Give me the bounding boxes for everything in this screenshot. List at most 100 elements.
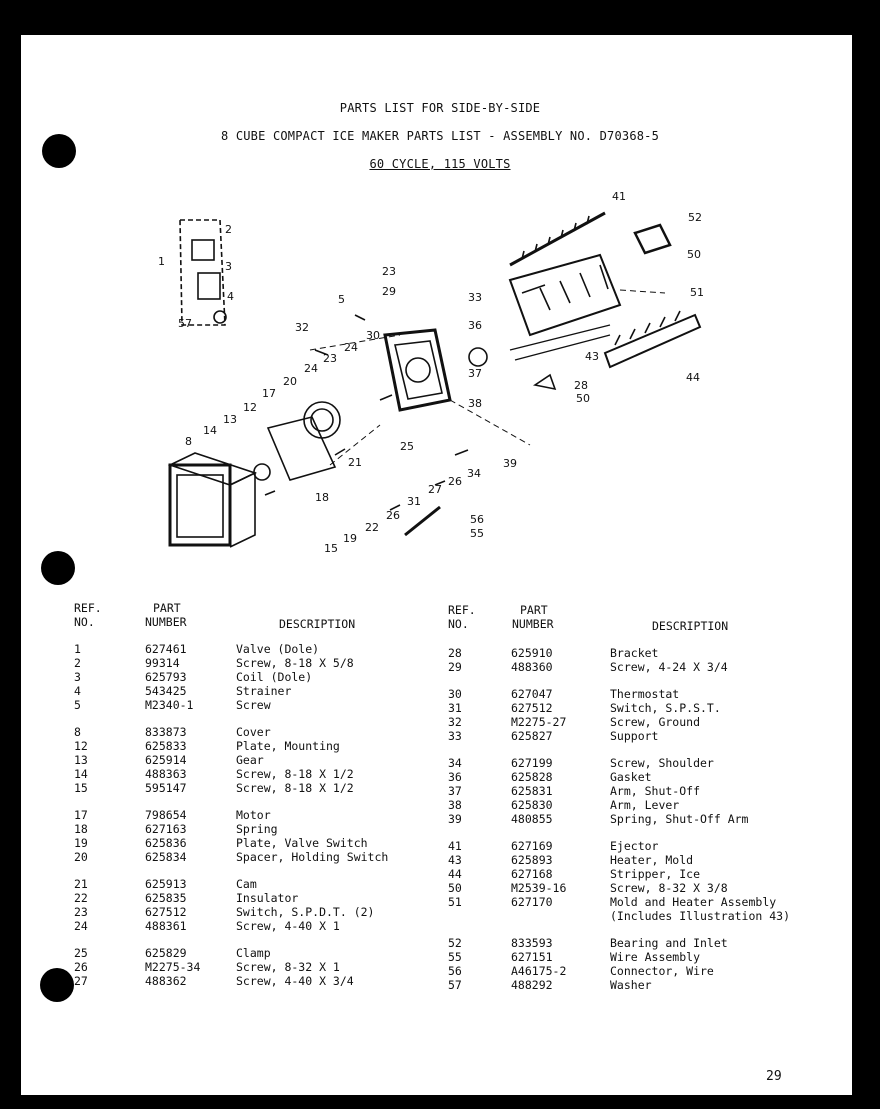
part-number: 488362 <box>145 973 187 988</box>
part-number: M2275-27 <box>511 715 567 730</box>
part-description: Switch, S.P.S.T. <box>610 701 721 716</box>
table-row: (Includes Illustration 43) <box>448 908 828 924</box>
part-number: 627047 <box>511 687 553 702</box>
ref-number: 25 <box>74 946 88 961</box>
callout-43: 43 <box>585 350 599 363</box>
punch-hole-bottom <box>40 968 74 1002</box>
ref-number: 44 <box>448 867 462 882</box>
right-ref-header: REF. NO. <box>448 603 476 631</box>
part-number: 488361 <box>145 918 187 933</box>
part-description: Coil (Dole) <box>236 669 313 684</box>
part-description: Heater, Mold <box>610 853 694 868</box>
part-number: 627151 <box>511 950 553 965</box>
part-number: 627512 <box>511 701 553 716</box>
ejector <box>509 211 606 267</box>
callout-12: 12 <box>243 401 257 414</box>
callout-3: 3 <box>225 260 232 273</box>
part-number: 627199 <box>511 756 553 771</box>
callout-24b: 24 <box>344 341 358 354</box>
callout-56: 56 <box>470 513 484 526</box>
ref-number: 27 <box>74 973 88 988</box>
ice-stripper <box>603 313 702 369</box>
ref-number: 30 <box>448 687 462 702</box>
wire-assembly <box>404 505 441 537</box>
ref-number: 3 <box>74 669 81 684</box>
part-description: Bracket <box>610 646 659 660</box>
part-description: Screw <box>236 697 271 712</box>
part-description: Screw, 8-32 X 3/8 <box>610 880 728 895</box>
ref-number: 22 <box>74 890 88 905</box>
part-description: Spring, Shut-Off Arm <box>610 811 749 826</box>
part-description: Switch, S.P.D.T. (2) <box>236 904 375 919</box>
callout-19: 19 <box>343 532 357 545</box>
ref-number: 23 <box>74 904 88 919</box>
part-description: Screw, 4-24 X 3/4 <box>610 659 728 674</box>
part-number: 625910 <box>511 646 553 660</box>
ref-number: 28 <box>448 646 462 660</box>
ref-number: 51 <box>448 894 462 909</box>
part-description: Wire Assembly <box>610 950 701 965</box>
part-description: Bearing and Inlet <box>610 936 728 951</box>
part-number: 625893 <box>511 853 553 868</box>
heater-rod <box>509 324 611 361</box>
part-number: 625913 <box>145 876 187 891</box>
part-number: 625914 <box>145 752 187 767</box>
part-number: M2275-34 <box>145 959 201 974</box>
ref-number: 17 <box>74 807 88 822</box>
part-number: 627170 <box>511 894 553 909</box>
ref-number: 18 <box>74 821 88 836</box>
ref-number: 57 <box>448 977 462 992</box>
callout-26a: 26 <box>448 475 462 488</box>
part-description: Motor <box>236 807 271 822</box>
part-number: 625835 <box>145 890 187 905</box>
part-number: 99314 <box>145 655 180 670</box>
ice-mold <box>508 253 622 337</box>
part-number: 627169 <box>511 839 553 854</box>
part-description: Cam <box>236 876 257 891</box>
part-description: Spring <box>236 821 278 836</box>
table-row: 21 625913 Cam <box>74 876 434 892</box>
ref-number: 36 <box>448 770 462 785</box>
ref-number: 19 <box>74 835 88 850</box>
ref-number: 13 <box>74 752 88 767</box>
part-number: 833593 <box>511 936 553 951</box>
part-description: Screw, 4-40 X 3/4 <box>236 973 354 988</box>
part-number: 625828 <box>511 770 553 785</box>
ref-number: 8 <box>74 724 81 739</box>
ref-number: 38 <box>448 798 462 813</box>
table-row: 28 625910 Bracket <box>448 646 828 661</box>
gear <box>253 463 271 481</box>
part-number: 625833 <box>145 738 187 753</box>
part-description: (Includes Illustration 43) <box>610 908 791 923</box>
part-description: Ejector <box>610 839 659 854</box>
ref-number: 29 <box>448 659 462 674</box>
callout-44: 44 <box>686 371 700 384</box>
part-number: 488292 <box>511 977 553 992</box>
callout-5: 5 <box>338 293 345 306</box>
ref-number: 52 <box>448 936 462 951</box>
part-number: 488363 <box>145 766 187 781</box>
ref-number: 32 <box>448 715 462 730</box>
cover-part-front <box>168 463 232 547</box>
callout-30: 30 <box>366 329 380 342</box>
callout-18: 18 <box>315 491 329 504</box>
callout-50b: 50 <box>576 392 590 405</box>
callout-29: 29 <box>382 285 396 298</box>
ref-number: 21 <box>74 876 88 891</box>
part-number: 625830 <box>511 798 553 813</box>
mounting-plate <box>266 416 337 481</box>
